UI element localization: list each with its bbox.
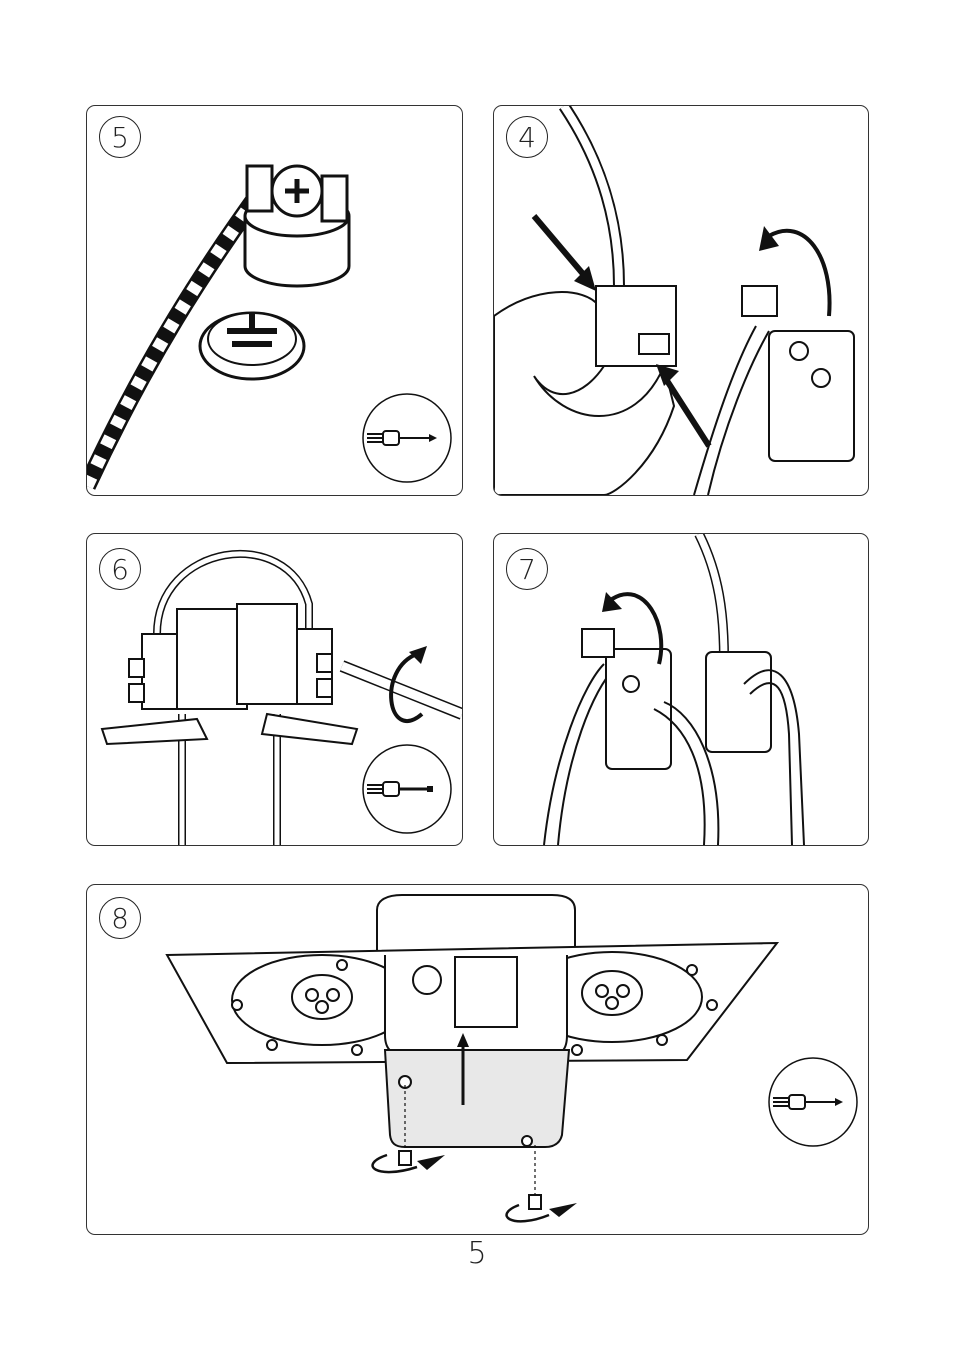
step-number: 7 xyxy=(506,548,548,590)
step-number: 5 xyxy=(99,116,141,158)
step-5-panel: 5 xyxy=(86,105,463,496)
step-4-panel: 4 xyxy=(493,105,869,496)
step-number: 6 xyxy=(99,548,141,590)
step-8-panel: 8 xyxy=(86,884,869,1235)
earth-connection-illustration xyxy=(87,106,462,495)
step-number: 4 xyxy=(506,116,548,158)
page-number: 5 xyxy=(0,1236,954,1271)
cover-mounting-illustration xyxy=(87,885,868,1234)
arrow-icon xyxy=(534,216,596,291)
step-7-panel: 7 xyxy=(493,533,869,846)
connector-closing-illustration xyxy=(494,534,868,845)
wire-connection-illustration xyxy=(87,534,462,845)
cable-insertion-illustration xyxy=(494,106,868,495)
step-6-panel: 6 xyxy=(86,533,463,846)
step-number: 8 xyxy=(99,897,141,939)
